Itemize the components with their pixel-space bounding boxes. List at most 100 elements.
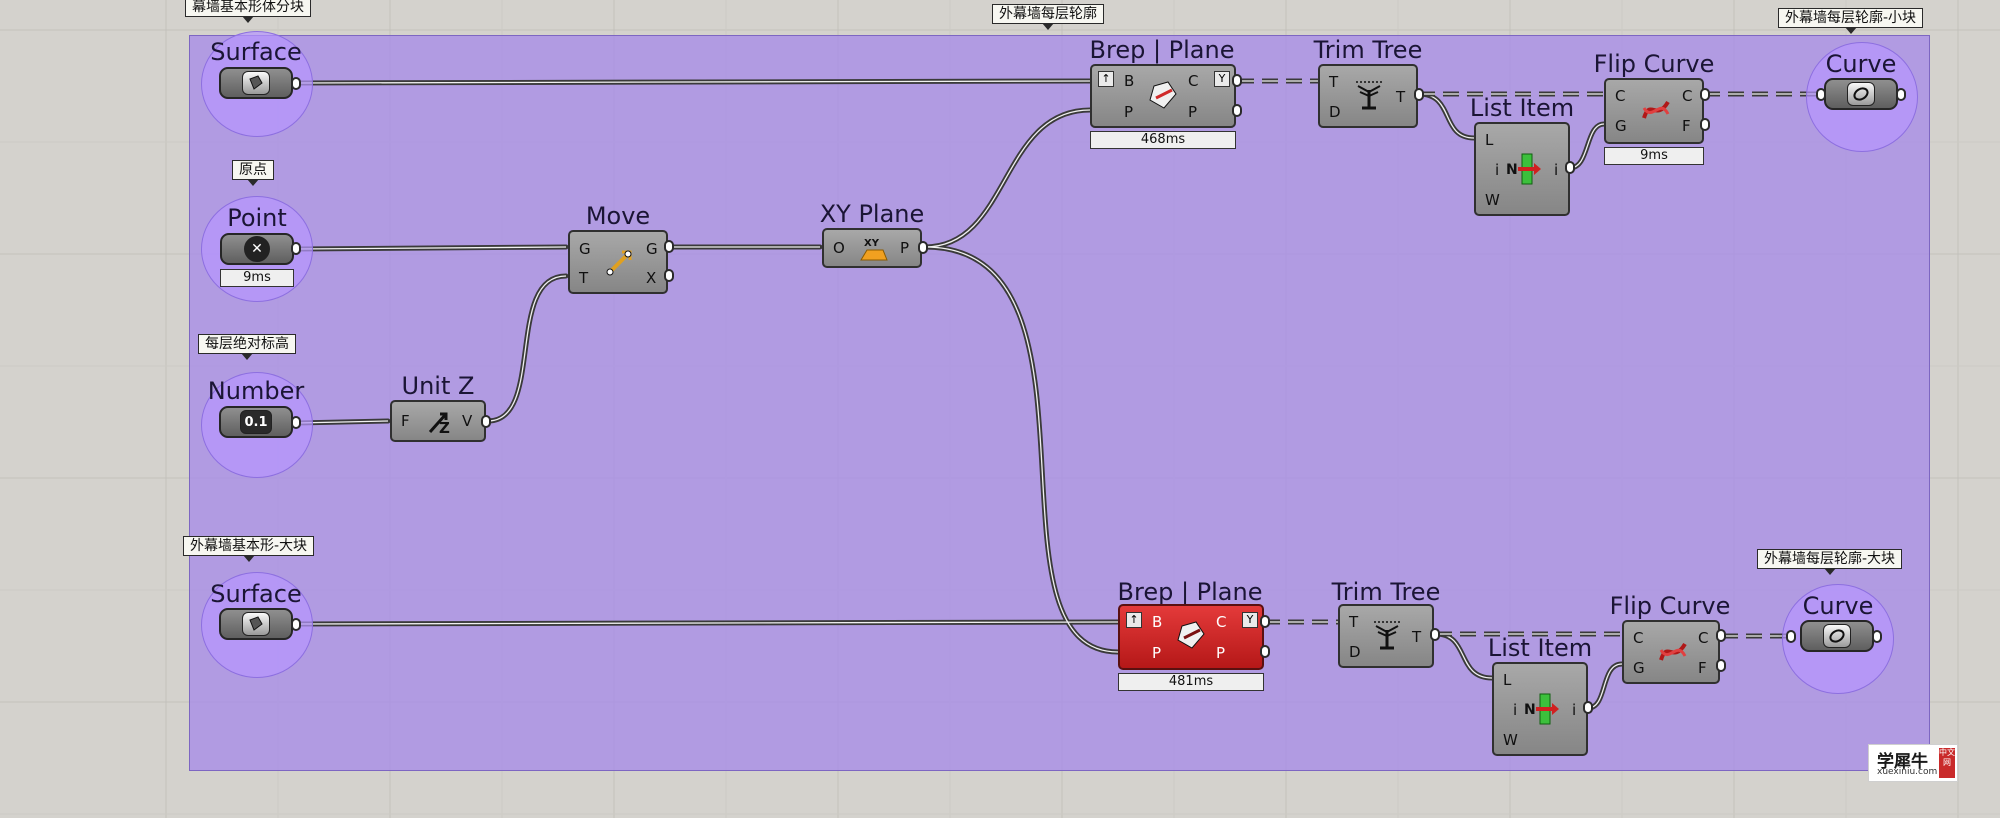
svg-text:N: N xyxy=(1506,162,1518,178)
group-label-outline-small: 外幕墙每层轮廓-小块 xyxy=(1778,8,1924,34)
output-jack[interactable] xyxy=(1565,161,1575,174)
input-jack[interactable] xyxy=(1816,88,1826,101)
input-label: G xyxy=(579,240,591,258)
output-jack[interactable] xyxy=(291,77,301,90)
group-label-levels: 每层绝对标高 xyxy=(198,334,296,360)
output-jack[interactable] xyxy=(291,242,301,255)
tree-icon xyxy=(1374,621,1400,650)
component-body[interactable]: L i W i N xyxy=(1492,662,1588,756)
surface-icon xyxy=(242,71,270,95)
group-label-origin: 原点 xyxy=(232,160,274,186)
output-jack[interactable] xyxy=(1430,628,1440,641)
output-label: P xyxy=(1188,103,1198,121)
output-jack[interactable] xyxy=(1700,118,1710,131)
output-jack[interactable] xyxy=(664,269,674,282)
component-title: Trim Tree xyxy=(1331,578,1441,606)
input-jack[interactable] xyxy=(1786,630,1796,643)
param-body[interactable]: ✕ xyxy=(220,233,294,265)
input-label: L xyxy=(1485,131,1494,149)
output-jack[interactable] xyxy=(291,618,301,631)
output-jack[interactable] xyxy=(481,415,491,428)
output-jack[interactable] xyxy=(1260,615,1270,628)
output-jack[interactable] xyxy=(1232,104,1242,117)
component-title: Trim Tree xyxy=(1313,36,1423,64)
group-label-outline: 外幕墙每层轮廓 xyxy=(992,4,1104,30)
output-label: C xyxy=(1188,72,1199,90)
component-body[interactable]: ↑ B P C P Y xyxy=(1090,64,1236,128)
output-jack[interactable] xyxy=(1716,629,1726,642)
svg-text:XY: XY xyxy=(864,238,880,249)
point-icon: ✕ xyxy=(244,236,270,262)
tree-icon xyxy=(1356,81,1382,110)
output-jack[interactable] xyxy=(1716,659,1726,672)
component-body[interactable]: C G C F xyxy=(1622,620,1720,684)
param-body[interactable] xyxy=(1824,78,1898,110)
number-icon: 0.1 xyxy=(240,410,272,434)
output-jack[interactable] xyxy=(291,416,301,429)
component-body[interactable]: ↑ B P C P Y xyxy=(1118,604,1264,670)
group-label-breakdown: 幕墙基本形体分块 xyxy=(185,0,311,23)
component-body[interactable]: O P XY xyxy=(822,228,922,268)
output-label: i xyxy=(1572,701,1577,719)
output-jack[interactable] xyxy=(664,240,674,253)
component-body[interactable]: F V Z xyxy=(390,400,486,442)
output-jack[interactable] xyxy=(1700,88,1710,101)
output-jack[interactable] xyxy=(1260,645,1270,658)
component-body[interactable]: L i W i N xyxy=(1474,122,1570,216)
param-body[interactable] xyxy=(1800,620,1874,652)
component-title: List Item xyxy=(1487,634,1593,662)
output-jack[interactable] xyxy=(1232,74,1242,87)
param-body[interactable] xyxy=(219,67,293,99)
watermark-logo: 学犀牛 xuexiniu.com 中文网 xyxy=(1868,744,1958,782)
component-body[interactable]: T D T xyxy=(1338,604,1434,668)
curve-icon xyxy=(1847,82,1875,106)
input-label: D xyxy=(1329,103,1341,121)
wire-listitem-to-flip-bottom xyxy=(1585,661,1625,711)
output-jack[interactable] xyxy=(1583,701,1593,714)
input-label: L xyxy=(1503,671,1512,689)
component-title: Move xyxy=(585,202,651,230)
param-body[interactable]: 0.1 xyxy=(219,406,293,438)
param-title: Surface xyxy=(210,38,302,66)
output-jack[interactable] xyxy=(1414,88,1424,101)
svg-text:Z: Z xyxy=(439,419,450,436)
component-title: Brep | Plane xyxy=(1117,578,1263,606)
input-label: B xyxy=(1124,72,1135,90)
brep-section-icon xyxy=(1177,621,1205,649)
output-label: C xyxy=(1698,629,1709,647)
input-label: P xyxy=(1152,644,1162,662)
output-label: C xyxy=(1682,87,1693,105)
component-body[interactable]: G T G X xyxy=(568,230,668,294)
output-jack[interactable] xyxy=(1896,88,1906,101)
component-title: XY Plane xyxy=(819,200,925,228)
output-jack[interactable] xyxy=(918,241,928,254)
wire-xyplane-to-brep-bottom xyxy=(922,244,1121,655)
input-label: F xyxy=(401,412,410,430)
input-label: G xyxy=(1633,659,1645,677)
input-label: O xyxy=(833,239,845,257)
output-label: T xyxy=(1412,628,1422,646)
move-icon xyxy=(606,250,632,276)
input-label: W xyxy=(1485,191,1500,209)
output-label: C xyxy=(1216,613,1227,631)
output-jack[interactable] xyxy=(1872,630,1882,643)
component-body[interactable]: C G C F xyxy=(1604,78,1704,144)
component-title: Unit Z xyxy=(401,372,475,400)
wire-xyplane-to-brep-top xyxy=(922,107,1093,250)
output-label: P xyxy=(900,239,910,257)
timing-label: 9ms xyxy=(220,269,294,287)
input-label: D xyxy=(1349,643,1361,661)
component-body[interactable]: T D T xyxy=(1318,64,1418,128)
filter-icon: Y xyxy=(1214,71,1230,87)
watermark-main: 学犀牛 xyxy=(1877,752,1928,772)
param-title: Number xyxy=(207,377,305,405)
input-label: P xyxy=(1124,103,1134,121)
upload-icon: ↑ xyxy=(1098,71,1114,87)
curve-icon xyxy=(1823,624,1851,648)
watermark-url: xuexiniu.com xyxy=(1877,767,1938,777)
input-label: G xyxy=(1615,117,1627,135)
input-label: C xyxy=(1615,87,1626,105)
param-body[interactable] xyxy=(219,608,293,640)
